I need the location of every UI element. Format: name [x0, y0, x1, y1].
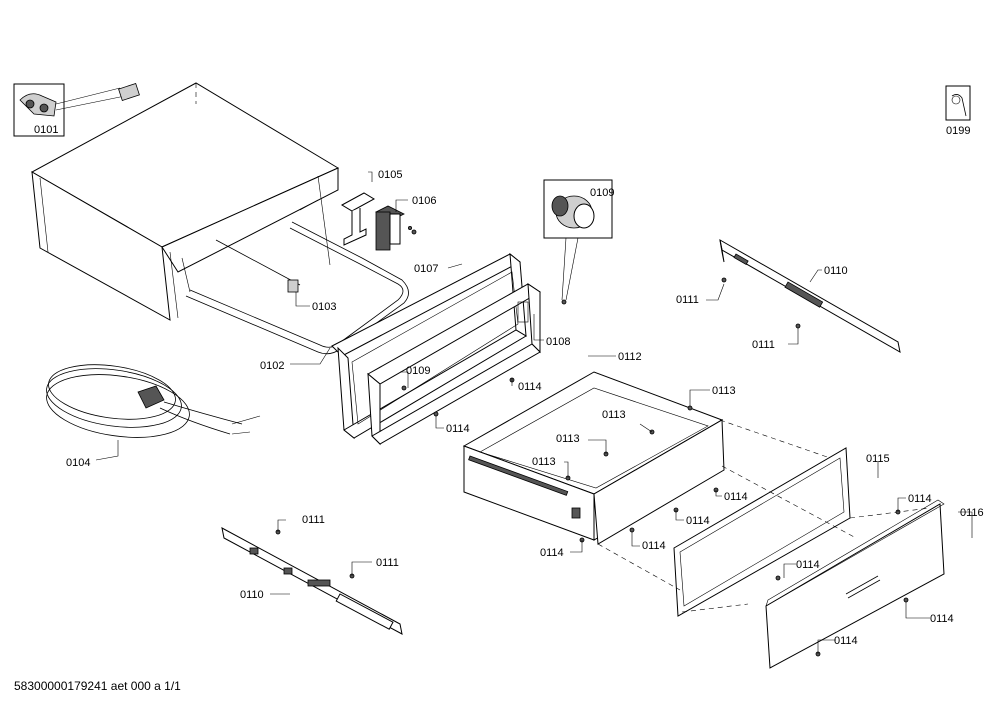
callout-0113-c: 0113	[556, 433, 580, 445]
assembly-guides	[597, 419, 931, 613]
control-switch	[375, 205, 412, 251]
callout-0107: 0107	[414, 263, 438, 275]
callout-0104: 0104	[66, 457, 90, 469]
sensor-probe	[215, 239, 301, 293]
callout-0114-e: 0114	[642, 540, 666, 552]
callout-0115: 0115	[866, 453, 890, 465]
wrench-icon	[945, 85, 971, 121]
callout-0101: 0101	[34, 124, 58, 136]
callout-0111-b: 0111	[752, 339, 775, 351]
callout-labels: 0101 0102 0103 0104 0105 0106 0107 0108 …	[34, 124, 984, 647]
callout-0111-c: 0111	[302, 514, 325, 526]
callout-0109-frame: 0109	[406, 365, 430, 377]
power-cord	[46, 364, 261, 438]
callout-0110-right: 0110	[824, 265, 848, 277]
callout-0111-d: 0111	[376, 557, 399, 569]
callout-0113-b: 0113	[602, 409, 626, 421]
callout-0114-j: 0114	[834, 635, 858, 647]
callout-0114-i: 0114	[930, 613, 954, 625]
callout-0106: 0106	[412, 195, 436, 207]
callout-0108: 0108	[546, 336, 570, 348]
callout-0111-a: 0111	[676, 294, 699, 306]
callout-0114-a: 0114	[518, 381, 542, 393]
callout-0114-b: 0114	[446, 423, 470, 435]
connector-block	[13, 83, 140, 137]
heating-element	[185, 221, 409, 355]
callout-0114-f: 0114	[540, 547, 564, 559]
callout-0114-g: 0114	[908, 493, 932, 505]
leader-lines	[95, 171, 973, 654]
callout-0113-d: 0113	[532, 456, 556, 468]
callout-0199: 0199	[946, 125, 970, 137]
callout-0109-knob: 0109	[590, 187, 614, 199]
drawer-front	[765, 499, 945, 669]
housing	[30, 82, 340, 321]
callout-0102: 0102	[260, 360, 284, 372]
callout-0114-c: 0114	[724, 491, 748, 503]
callout-0114-h: 0114	[796, 559, 820, 571]
callout-0116: 0116	[960, 507, 984, 519]
inner-frame	[367, 283, 541, 446]
document-id: 58300000179241 aet 000 a 1/1	[14, 679, 181, 693]
callout-0105: 0105	[378, 169, 402, 181]
drawer-box	[462, 371, 725, 545]
callout-0113-a: 0113	[712, 385, 736, 397]
callout-0114-d: 0114	[686, 515, 710, 527]
slide-rail-right	[719, 239, 901, 353]
knob-detail	[543, 179, 613, 305]
slide-rail-left	[221, 527, 403, 635]
callout-0112: 0112	[618, 351, 642, 363]
callout-0103: 0103	[312, 301, 336, 313]
bracket	[340, 192, 376, 246]
callout-0110-left: 0110	[240, 589, 264, 601]
